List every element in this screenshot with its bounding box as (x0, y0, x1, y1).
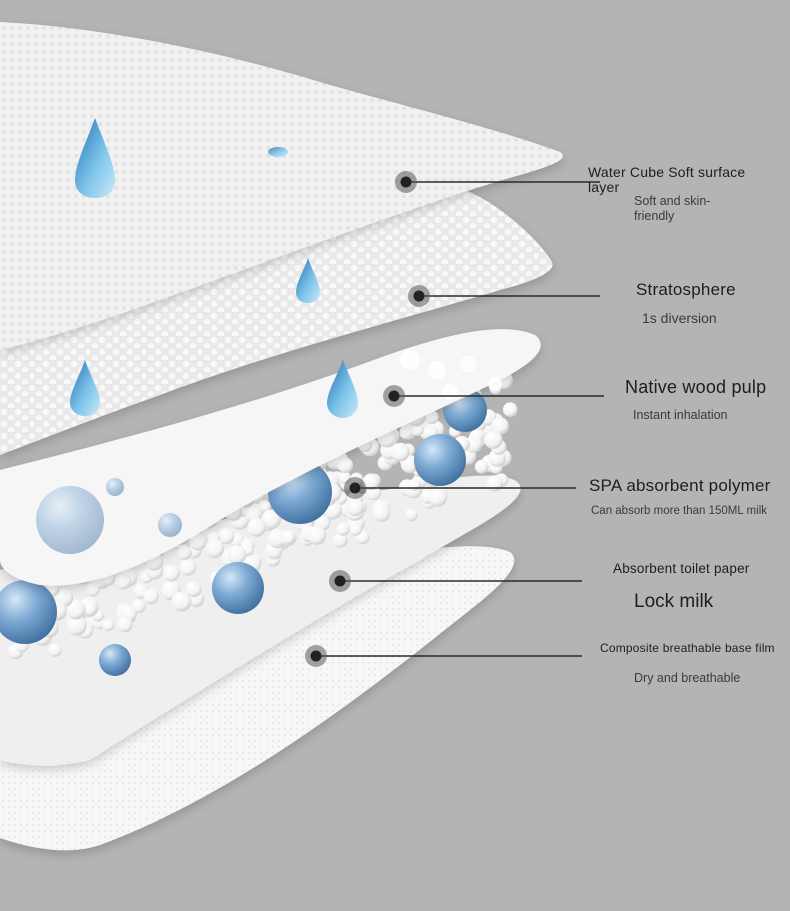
polymer-bead (185, 581, 202, 598)
callout-title-stratosphere: Stratosphere (636, 280, 736, 299)
callout-dot-icon (388, 390, 400, 402)
droplet-icon (327, 360, 358, 418)
polymer-bead (115, 573, 132, 590)
callout-dot-icon (310, 650, 322, 662)
callout-title-surface: Water Cube Soft surface layer (588, 164, 746, 195)
polymer-bead (425, 410, 439, 424)
callout-title-paper: Absorbent toilet paper (613, 561, 750, 576)
polymer-bead (362, 473, 380, 491)
polymer-bead (205, 538, 225, 559)
callout-subtitle-wood-pulp: Instant inhalation (633, 408, 728, 422)
callout-markers (305, 171, 430, 667)
polymer-bead (281, 531, 295, 545)
polymer-bead (217, 527, 235, 545)
polymer-bead (227, 545, 247, 565)
callout-title-base-film: Composite breathable base film (600, 641, 775, 655)
callout-subtitle-surface: Soft and skin-friendly (634, 194, 711, 223)
polymer-bead (179, 559, 197, 576)
surface-layer (0, 22, 564, 350)
callout-title-wood-pulp: Native wood pulp (625, 377, 767, 397)
polymer-bead (171, 591, 192, 612)
polymer-bead (261, 509, 282, 529)
callout-dot-icon (400, 176, 412, 188)
droplet-icon (268, 147, 288, 157)
stratosphere-layer (0, 178, 553, 455)
polymer-bead (405, 508, 418, 522)
callout-subtitle-polymer: Can absorb more than 150ML milk (591, 505, 767, 517)
polymer-bead (399, 426, 413, 440)
polymer-bead (48, 643, 62, 657)
droplet-icon (70, 360, 100, 416)
polymer-bead (83, 602, 97, 616)
polymer-bead (102, 619, 115, 632)
polymer-bead (189, 532, 207, 551)
polymer-bead (502, 402, 518, 417)
polymer-bead (163, 564, 180, 582)
callout-title-polymer: SPA absorbent polymer (589, 476, 771, 495)
leader-lines (316, 181, 604, 657)
polymer-bead (66, 615, 87, 636)
polymer-bead (411, 423, 425, 437)
polymer-bead (117, 617, 133, 633)
polymer-bead (486, 475, 503, 492)
water-droplets (70, 118, 358, 418)
callout-subtitle-base-film: Dry and breathable (634, 671, 741, 685)
polymer-bead (65, 599, 86, 620)
polymer-bead (428, 487, 448, 507)
callout-dot-icon (413, 290, 425, 302)
wood-pulp-layer (0, 329, 541, 586)
polymer-bead (391, 442, 410, 462)
callout-subtitle-stratosphere: 1s diversion (642, 310, 717, 326)
gel-sphere (99, 644, 131, 676)
pulp-fluff (36, 350, 502, 554)
polymer-bead (244, 504, 263, 523)
callout-dot-icon (349, 482, 361, 494)
polymer-bead (332, 532, 348, 548)
callout-subtitle-paper: Lock milk (634, 591, 714, 612)
polymer-bead (307, 525, 327, 545)
droplet-icon (75, 118, 115, 198)
callout-dot-icon (334, 575, 346, 587)
gel-sphere (212, 562, 264, 614)
droplet-icon (296, 258, 320, 303)
polymer-bead (491, 417, 509, 435)
gel-sphere (0, 580, 57, 644)
polymer-bead (346, 498, 364, 517)
polymer-bead (176, 545, 192, 560)
polymer-bead (373, 504, 391, 522)
polymer-bead (337, 457, 354, 473)
polymer-bead (143, 588, 159, 605)
polymer-bead (336, 522, 350, 536)
polymer-bead (86, 582, 100, 597)
polymer-bead (474, 459, 489, 474)
gel-sphere (414, 434, 466, 486)
polymer-bead (465, 435, 483, 453)
polymer-bead (484, 430, 503, 450)
polymer-bead (349, 523, 363, 536)
polymer-bead (247, 518, 266, 537)
polymer-bead (408, 478, 421, 491)
